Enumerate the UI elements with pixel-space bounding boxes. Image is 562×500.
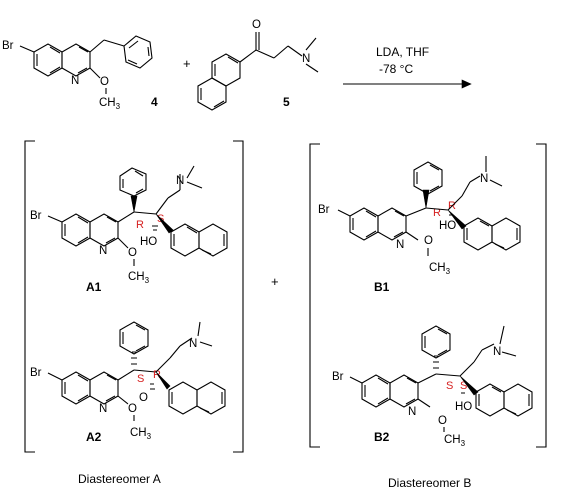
- a2-methyl: CH3: [130, 427, 152, 441]
- product-b2-structure: Br N O CH3 S S N HO B2: [332, 325, 533, 448]
- b1-oxygen: O: [424, 235, 433, 247]
- b2-stereo-1: S: [446, 380, 453, 392]
- a1-nitrogen: N: [99, 245, 107, 257]
- a1-bromine: Br: [30, 210, 42, 222]
- reactant-plus-sign: +: [183, 56, 191, 71]
- a2-hydroxyl: O: [139, 392, 148, 404]
- compound-5-structure: O N 5: [197, 19, 319, 111]
- a1-label: A1: [86, 280, 102, 294]
- compound-4-structure: Br N O CH3 4: [2, 35, 158, 111]
- a2-bromine: Br: [30, 367, 42, 379]
- a1-stereo-1: R: [136, 219, 144, 231]
- b2-oxygen: O: [438, 415, 447, 427]
- b2-methyl: CH3: [444, 434, 466, 448]
- oxygen-atom: O: [100, 76, 109, 88]
- reaction-arrow: LDA, THF -78 °C: [343, 45, 472, 89]
- amine-nitrogen: N: [302, 53, 310, 65]
- caption-diastereomer-b: Diastereomer B: [388, 476, 471, 490]
- bracket-a-right: [233, 140, 244, 453]
- b1-nitrogen: N: [396, 239, 404, 251]
- product-b1-structure: Br N O CH3 R R N HO B1: [318, 156, 521, 294]
- a1-hydroxyl: HO: [140, 236, 157, 248]
- b1-label: B1: [374, 280, 390, 294]
- product-a1-structure: Br N O CH3 R S N HO A1: [30, 165, 228, 294]
- a2-oxygen: O: [128, 403, 137, 415]
- nitrogen-atom: N: [71, 75, 79, 87]
- a1-methyl: CH3: [128, 271, 150, 285]
- diastereomer-plus-sign: +: [271, 274, 279, 289]
- b1-hydroxyl: HO: [439, 220, 456, 232]
- b2-amine-n: N: [493, 346, 501, 358]
- product-a2-structure: Br N O CH3 S R N O A2: [30, 321, 226, 444]
- b2-label: B2: [374, 430, 390, 444]
- methyl-group: CH3: [99, 97, 121, 111]
- compound-5-label: 5: [283, 95, 290, 109]
- b1-amine-n: N: [480, 173, 488, 185]
- bracket-a-left: [24, 140, 35, 453]
- b2-nitrogen: N: [408, 406, 416, 418]
- a1-oxygen: O: [128, 247, 137, 259]
- b1-stereo-1: R: [433, 207, 441, 219]
- reagent-conditions-1: LDA, THF: [376, 45, 429, 59]
- a1-amine-n: N: [176, 175, 184, 187]
- bromine-atom: Br: [2, 40, 14, 52]
- a2-stereo-2: R: [153, 369, 161, 381]
- a2-amine-n: N: [189, 338, 197, 350]
- b2-stereo-2: S: [460, 380, 467, 392]
- caption-diastereomer-a: Diastereomer A: [78, 472, 161, 486]
- b2-bromine: Br: [332, 371, 344, 383]
- bracket-b-right: [536, 143, 547, 448]
- ketone-oxygen: O: [252, 19, 261, 31]
- bracket-b-left: [309, 143, 320, 448]
- a2-stereo-1: S: [137, 373, 144, 385]
- b2-hydroxyl: HO: [455, 401, 472, 413]
- a2-nitrogen: N: [99, 403, 107, 415]
- b1-bromine: Br: [318, 204, 330, 216]
- compound-4-label: 4: [151, 95, 158, 109]
- a2-label: A2: [86, 430, 102, 444]
- b1-methyl: CH3: [429, 262, 451, 276]
- reagent-conditions-2: -78 °C: [379, 62, 413, 76]
